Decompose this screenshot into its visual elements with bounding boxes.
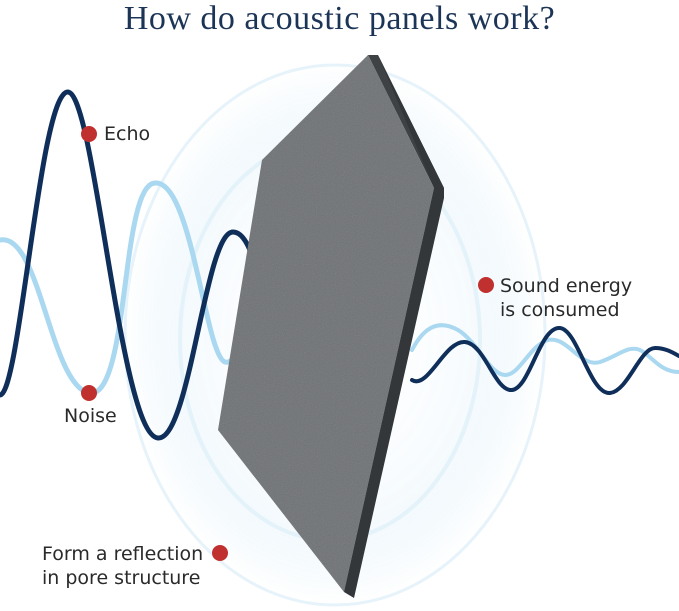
echo-marker [81, 126, 97, 142]
noise-label: Noise [64, 405, 117, 427]
sound-energy-label: Sound energy is consumed [500, 275, 633, 321]
echo-label: Echo [104, 123, 151, 145]
reflection-marker [212, 545, 228, 561]
noise-wave-right [410, 323, 679, 378]
echo-wave-right [410, 326, 679, 395]
panel-texture [218, 55, 434, 592]
sound-energy-marker [478, 277, 494, 293]
echo-wave-left [0, 89, 281, 441]
reflection-label: Form a reflection in pore structure [42, 543, 204, 589]
diagram-title: How do acoustic panels work? [123, 0, 556, 37]
noise-marker [81, 385, 97, 401]
